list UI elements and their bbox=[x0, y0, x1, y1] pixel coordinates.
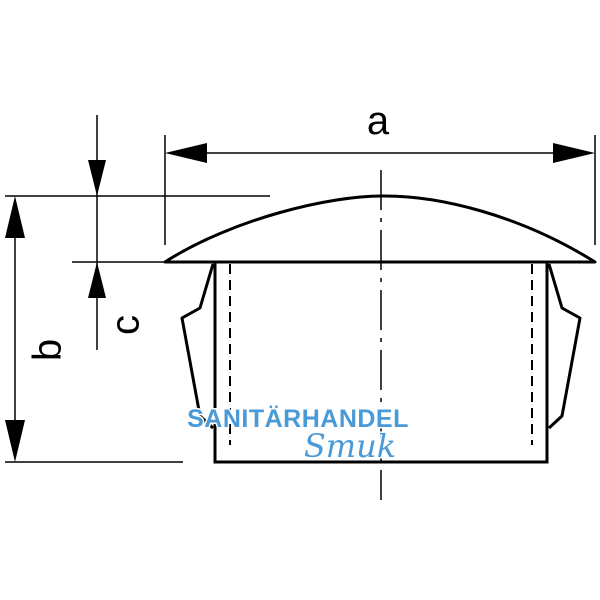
dim-a-arrow-right bbox=[553, 143, 595, 163]
watermark-line2: Smuk bbox=[304, 427, 396, 465]
left-locking-rib bbox=[180, 263, 215, 430]
dim-a-arrow-left bbox=[165, 143, 207, 163]
right-locking-rib bbox=[547, 263, 582, 430]
dim-a-label: a bbox=[367, 99, 390, 143]
dim-c-arrow-top bbox=[88, 160, 106, 196]
watermark: SANITÄRHANDEL Smuk bbox=[186, 404, 410, 467]
dim-b-arrow-bottom bbox=[5, 420, 25, 462]
dim-b-label: b bbox=[26, 339, 70, 361]
watermark-line1: SANITÄRHANDEL bbox=[187, 405, 409, 433]
cap-head-outline bbox=[163, 194, 597, 264]
dim-c-arrow-bottom bbox=[88, 262, 106, 298]
dim-c-label: c bbox=[104, 315, 148, 335]
dim-b-arrow-top bbox=[5, 196, 25, 238]
